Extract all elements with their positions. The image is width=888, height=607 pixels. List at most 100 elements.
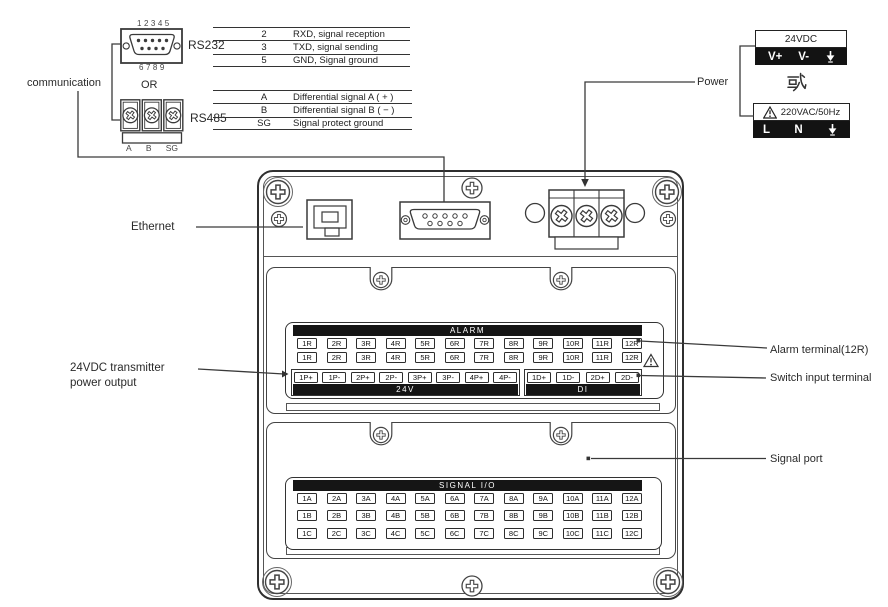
alarm-terminal: 1R	[297, 352, 317, 363]
di-terminal: 1D+	[527, 372, 551, 383]
alarm-terminal: 10R	[562, 352, 583, 363]
signal-terminal: 5B	[415, 510, 436, 521]
alarm-terminal: 1R	[297, 338, 317, 349]
pin-description: TXD, signal sending	[293, 41, 379, 53]
rs232-pin-numbers-bottom: 6789	[139, 63, 167, 72]
alarm-terminal: 5R	[415, 352, 436, 363]
dc-terminal-bar: V+ V-	[755, 48, 847, 65]
mounting-hole	[624, 202, 646, 224]
alarm-module-card	[266, 267, 676, 414]
table-row: SG Signal protect ground	[213, 116, 412, 130]
pin-number: 2	[261, 28, 267, 40]
alarm-terminal: 8R	[503, 352, 524, 363]
mounting-hole	[524, 202, 546, 224]
ac-power-option-box: 220VAC/50Hz L N	[753, 103, 850, 138]
alarm-header-bar: ALARM	[293, 325, 642, 336]
terminal-neutral: N	[794, 123, 803, 136]
rs485-terminal-drawing	[120, 99, 184, 144]
signal-terminal: 12A	[621, 493, 642, 504]
terminal-v-plus: V+	[768, 50, 783, 63]
di-terminal: 1D-	[556, 372, 581, 383]
dc-power-option-box: 24VDC V+ V-	[755, 30, 847, 65]
signal-terminal: 7B	[474, 510, 495, 521]
table-row: 5 GND, Signal ground	[213, 53, 410, 67]
rs485-pin-label: A	[126, 143, 132, 153]
ground-icon	[828, 123, 837, 136]
signal-terminal: 2B	[326, 510, 347, 521]
alarm-terminal: 6R	[444, 338, 465, 349]
ground-icon	[826, 50, 835, 63]
rs485-pin-label: B	[145, 143, 152, 153]
alarm-terminal-label: Alarm terminal(12R)	[770, 344, 869, 356]
signal-terminal: 11A	[592, 493, 613, 504]
warning-icon	[762, 105, 777, 119]
ethernet-label: Ethernet	[131, 221, 175, 233]
pin-description: Signal protect ground	[293, 117, 384, 129]
table-row: A Differential signal A ( + )	[213, 90, 412, 103]
pin-description: Differential signal A ( + )	[293, 91, 394, 103]
transmitter-terminal: 2P-	[379, 372, 404, 383]
signal-terminal: 5C	[415, 528, 436, 539]
alarm-terminal: 9R	[533, 338, 554, 349]
transmitter-terminal: 3P+	[407, 372, 432, 383]
db9-connector	[399, 201, 491, 240]
pin-description: RXD, signal reception	[293, 28, 385, 40]
di-terminal-group: 1D+1D-2D+2D- DI	[524, 369, 642, 396]
table-row: 3 TXD, signal sending	[213, 40, 410, 53]
transmitter-terminal: 4P-	[492, 372, 517, 383]
table-row: 2 RXD, signal reception	[213, 27, 410, 40]
24v-header-bar: 24V	[293, 384, 518, 395]
alarm-terminal: 3R	[356, 352, 377, 363]
signal-terminal: 9A	[533, 493, 554, 504]
dc-power-title: 24VDC	[755, 30, 847, 48]
ac-terminal-bar: L N	[753, 121, 850, 138]
alarm-terminal: 7R	[474, 338, 495, 349]
signal-terminal: 3B	[356, 510, 377, 521]
signal-terminal: 8A	[503, 493, 524, 504]
signal-terminal: 11B	[592, 510, 613, 521]
transmitter-output-label-line1: 24VDC transmitter	[70, 362, 165, 374]
pin-description: Differential signal B ( − )	[293, 104, 395, 116]
signal-port-label: Signal port	[770, 453, 823, 465]
pin-number: A	[260, 91, 268, 103]
signal-terminal: 8C	[503, 528, 524, 539]
transmitter-output-label-line2: power output	[70, 377, 137, 389]
signal-terminal: 2A	[326, 493, 347, 504]
signal-terminal: 8B	[503, 510, 524, 521]
terminal-v-minus: V-	[798, 50, 810, 63]
di-terminal: 2D-	[614, 372, 639, 383]
pin-number: SG	[257, 117, 271, 129]
signal-terminal: 10B	[562, 510, 583, 521]
transmitter-terminal: 1P-	[322, 372, 347, 383]
transmitter-terminal-row: 1P+1P-2P+2P-3P+3P-4P+4P-	[294, 372, 517, 383]
alarm-terminal: 9R	[533, 352, 554, 363]
switch-input-terminal-label: Switch input terminal	[770, 372, 872, 384]
signal-terminal: 12B	[621, 510, 642, 521]
power-line	[584, 81, 695, 180]
di-terminal: 2D+	[585, 372, 610, 383]
module-screw-tab	[549, 422, 573, 446]
signal-terminal: 1C	[297, 528, 317, 539]
signal-terminal: 10C	[562, 528, 583, 539]
ac-voltage-text: 220VAC/50Hz	[780, 106, 841, 118]
power-label: Power	[697, 76, 729, 88]
transmitter-terminal: 1P+	[294, 372, 318, 383]
or-label: OR	[141, 79, 158, 91]
alarm-terminal: 4R	[385, 338, 406, 349]
alarm-terminal: 2R	[326, 338, 347, 349]
alarm-terminal: 5R	[415, 338, 436, 349]
signal-terminal: 3A	[356, 493, 377, 504]
alarm-terminal: 6R	[444, 352, 465, 363]
ethernet-port	[306, 199, 353, 240]
table-row: B Differential signal B ( − )	[213, 103, 412, 116]
alarm-terminal: 12R	[621, 338, 642, 349]
signal-terminal: 6C	[444, 528, 465, 539]
alarm-terminal: 11R	[592, 338, 613, 349]
signal-terminal: 7A	[474, 493, 495, 504]
signal-terminal: 7C	[474, 528, 495, 539]
signal-terminal: 4A	[385, 493, 406, 504]
